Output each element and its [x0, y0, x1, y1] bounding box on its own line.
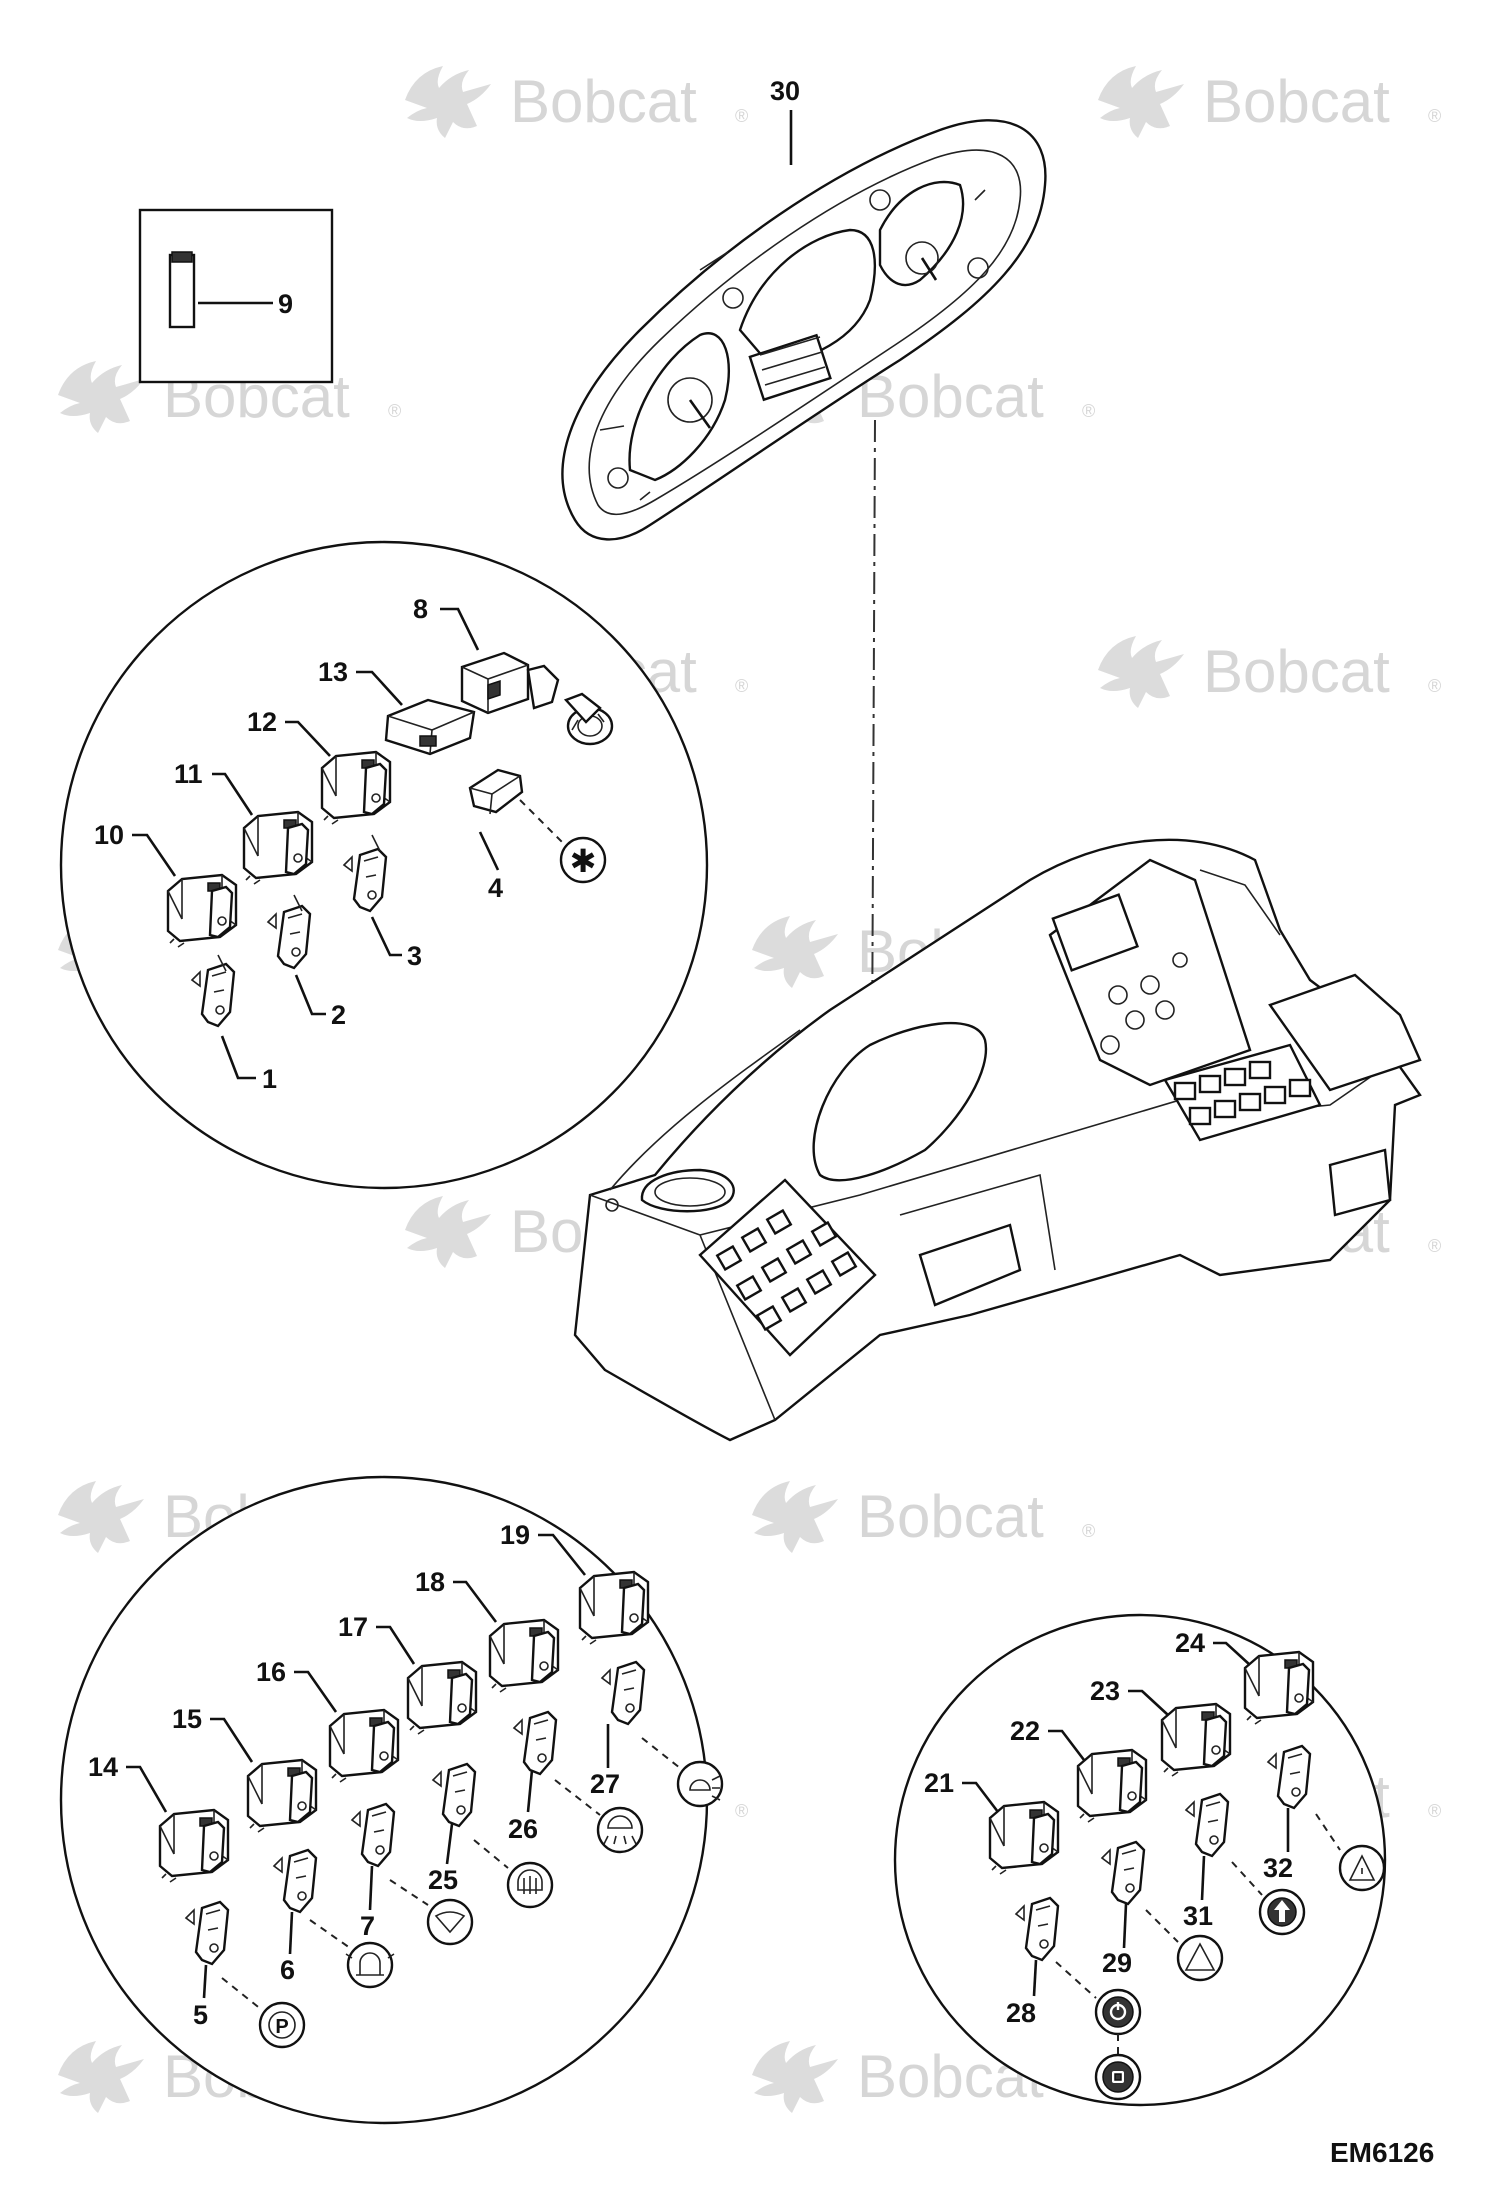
drawing-code: EM6126: [1330, 2137, 1434, 2168]
svg-text:P: P: [275, 2016, 288, 2038]
part-8-switch: [460, 651, 614, 746]
work-light-front-symbol: [596, 1806, 644, 1854]
svg-text:27: 27: [590, 1769, 620, 1799]
callouts-bottom-left: 19 18 17 16 15 14 27 26 25 7 6 5: [88, 1520, 620, 2030]
detail-circle-bottom-left: 19 18 17 16 15 14 27 26 25 7 6 5: [59, 1475, 724, 2125]
beacon-symbol: [346, 1941, 394, 1989]
svg-text:11: 11: [174, 759, 203, 789]
assembly-centerline: [871, 419, 876, 1061]
svg-text:18: 18: [415, 1567, 445, 1597]
instrument-cluster: [561, 119, 1047, 1061]
svg-text:30: 30: [770, 76, 800, 106]
svg-text:12: 12: [247, 707, 277, 737]
svg-text:28: 28: [1006, 1998, 1036, 2028]
svg-text:25: 25: [428, 1865, 458, 1895]
svg-text:29: 29: [1102, 1948, 1132, 1978]
callouts-top-circle: 8 13 12 11 10 4 3 2 1: [94, 594, 503, 1094]
svg-text:2: 2: [331, 1000, 346, 1030]
svg-text:3: 3: [407, 941, 422, 971]
ac-symbol: ✱: [519, 799, 607, 884]
svg-text:6: 6: [280, 1955, 295, 1985]
svg-text:5: 5: [193, 2000, 208, 2030]
svg-text:16: 16: [256, 1657, 286, 1687]
parking-brake-symbol: [258, 2001, 306, 2049]
svg-text:15: 15: [172, 1704, 202, 1734]
right-switch-bank: [1163, 1043, 1322, 1142]
detail-circle-top: 8 13 12 11 10 4 3 2 1 ✱: [59, 540, 709, 1190]
svg-text:21: 21: [924, 1768, 954, 1798]
callouts-bottom-right: 24 23 22 21 32 31 29 28: [924, 1628, 1293, 2028]
svg-text:9: 9: [278, 289, 293, 319]
work-light-rear-symbol: [676, 1760, 724, 1808]
svg-text:7: 7: [360, 1911, 375, 1941]
svg-text:32: 32: [1263, 1853, 1293, 1883]
wiper-symbol: [426, 1898, 474, 1946]
symbols-bottom-right: [1055, 1813, 1386, 2101]
svg-text:19: 19: [500, 1520, 530, 1550]
svg-text:23: 23: [1090, 1676, 1120, 1706]
part-9-box: 9: [138, 208, 334, 384]
svg-text:31: 31: [1183, 1901, 1213, 1931]
svg-text:10: 10: [94, 820, 124, 850]
svg-text:17: 17: [338, 1612, 368, 1642]
svg-text:14: 14: [88, 1752, 118, 1782]
svg-text:24: 24: [1175, 1628, 1205, 1658]
svg-text:✱: ✱: [570, 842, 597, 880]
dashboard-console: [573, 838, 1422, 1442]
svg-text:13: 13: [318, 657, 348, 687]
symbols-bottom-left: P: [221, 1737, 724, 2049]
svg-text:1: 1: [262, 1064, 277, 1094]
detail-circle-bottom-right: 24 23 22 21 32 31 29 28: [893, 1613, 1387, 2107]
part-4-switch: [468, 768, 524, 815]
svg-text:8: 8: [413, 594, 428, 624]
callout-30: 30: [770, 76, 800, 165]
hazard-symbol: [1176, 1934, 1224, 1982]
svg-text:26: 26: [508, 1814, 538, 1844]
part-13-switch: [384, 698, 476, 756]
svg-text:22: 22: [1010, 1716, 1040, 1746]
svg-text:4: 4: [488, 873, 503, 903]
left-switch-bank: [698, 1178, 877, 1357]
